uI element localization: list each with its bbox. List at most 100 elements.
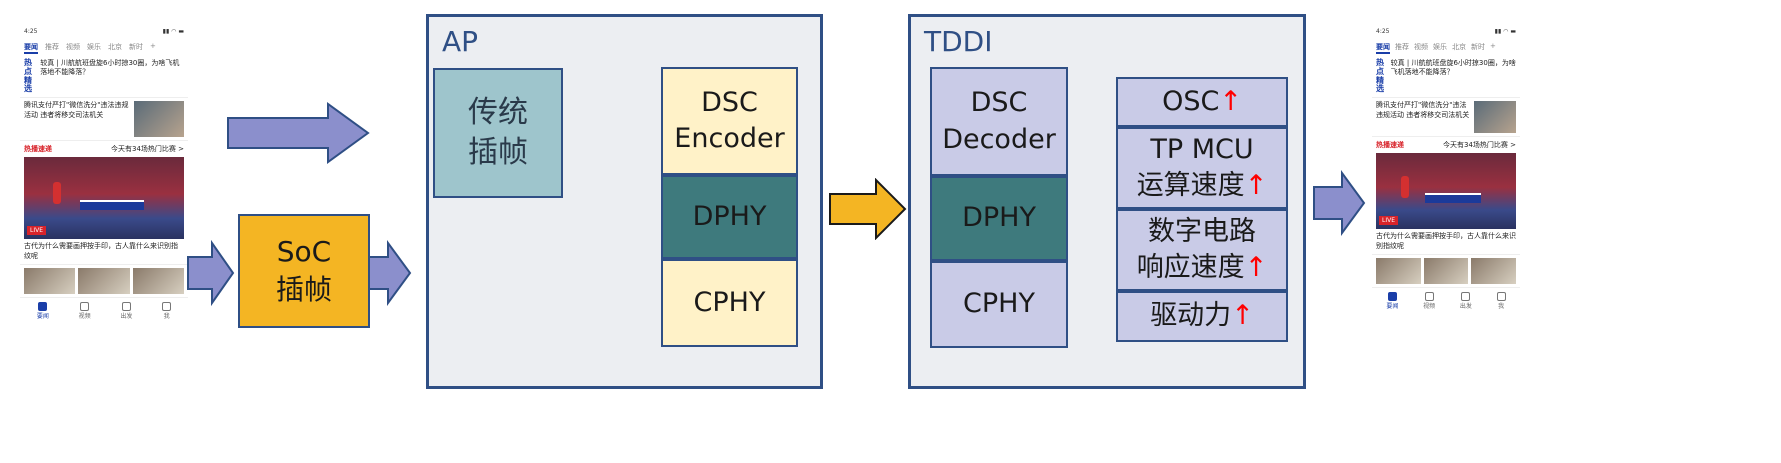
video-thumbnail: LIVE (1376, 153, 1516, 230)
news-thumbnail (134, 101, 184, 138)
signal-icon: ▮▮ ◠ ▬ (162, 28, 184, 35)
hot-tag: 热点 精选 (1376, 58, 1384, 94)
phone-tab: + (1490, 42, 1496, 50)
tddi-cphy: CPHY (930, 261, 1068, 348)
live-header: 热播速递 今天有34场热门比赛 > (20, 141, 188, 157)
tddi-dsc-label: DSC Decoder (942, 87, 1056, 155)
phone-tab: 要闻 (1376, 42, 1390, 54)
phone-tab: 要闻 (24, 42, 38, 54)
phone-tab: 娱乐 (1433, 43, 1447, 51)
phone-tab: 新时 (1471, 43, 1485, 51)
live-more: 今天有34场热门比赛 > (1443, 141, 1516, 150)
player-figure (1401, 175, 1410, 198)
player-figure (52, 181, 61, 204)
live-more: 今天有34场热门比赛 > (111, 145, 184, 154)
phone-tab: 视频 (1414, 43, 1428, 51)
news-text: 腾讯支付严打"微信洗分"违法违规活动 违者将移交司法机关 (1376, 101, 1470, 119)
news-thumbnail (1474, 101, 1516, 134)
soc-interpolation-block: SoC 插帧 (238, 214, 370, 328)
article-thumb (132, 268, 184, 295)
ap-title: AP (442, 25, 479, 58)
up-arrow-icon: ↑ (1244, 252, 1268, 283)
ap-dsc-label: DSC Encoder (674, 86, 785, 154)
article-thumb (1376, 258, 1421, 285)
digital-circuit-block: 数字电路 响应速度↑ (1116, 209, 1288, 291)
osc-label: OSC (1162, 85, 1220, 117)
tddi-title: TDDI (924, 25, 993, 58)
up-arrow-icon: ↑ (1244, 170, 1268, 201)
ap-cphy-label: CPHY (693, 286, 766, 318)
soc-label: SoC 插帧 (275, 235, 332, 306)
article-row: 古代为什么需要画押按手印，古人靠什么来识别指纹呢 (1372, 229, 1520, 256)
up-arrow-icon: ↑ (1219, 85, 1242, 117)
arrow-top-right (227, 102, 370, 164)
osc-block: OSC↑ (1116, 77, 1288, 127)
traditional-interpolation-block: 传统 插帧 (433, 68, 563, 198)
up-arrow-icon: ↑ (1231, 300, 1254, 332)
arrow-ap-to-tddi (829, 178, 907, 240)
ping-pong-table (80, 199, 144, 210)
tp-mcu-block: TP MCU 运算速度↑ (1116, 127, 1288, 209)
news-text: 腾讯支付严打"微信洗分"违法违规活动 违者将移交司法机关 (24, 101, 129, 119)
bottom-nav: 要闻 视频 出发 我 (1372, 287, 1520, 314)
tddi-dphy-label: DPHY (962, 202, 1036, 234)
drive-strength-block: 驱动力↑ (1116, 291, 1288, 342)
hot-tag: 热点 精选 (24, 58, 32, 94)
ap-dsc-encoder: DSC Encoder (661, 67, 798, 175)
phone-tab: 娱乐 (87, 43, 101, 51)
phone-screenshot-right: 4:25 ▮▮ ◠ ▬ 要闻 推荐 视频 娱乐 北京 新时 + 热点 精选 较真… (1372, 28, 1520, 348)
ap-dphy: DPHY (661, 175, 798, 259)
arrow-phone-to-soc (187, 240, 235, 306)
phone-tab: + (150, 42, 156, 50)
drive-label: 驱动力 (1150, 300, 1232, 332)
hot-row: 热点 精选 较真 | 川航航班盘旋6小时掠30圈，为啥飞机落地不能降落？ (20, 56, 188, 99)
article-thumb (1471, 258, 1517, 285)
status-time: 4:25 (24, 28, 38, 35)
news-row: 腾讯支付严打"微信洗分"违法违规活动 违者将移交司法机关 (20, 98, 188, 142)
article-thumbs (1372, 255, 1520, 287)
video-thumbnail: LIVE (24, 157, 184, 240)
live-header: 热播速递 今天有34场热门比赛 > (1372, 137, 1520, 153)
digital-line2: 响应速度 (1136, 252, 1245, 283)
phone-screenshot-left: 4:25 ▮▮ ◠ ▬ 要闻 推荐 视频 娱乐 北京 新时 + 热点 精选 较真… (20, 28, 188, 348)
phone-tab: 推荐 (1395, 43, 1409, 51)
tp-mcu-line1: TP MCU (1150, 133, 1254, 165)
user-icon (1496, 292, 1506, 302)
article-thumb (1423, 258, 1469, 285)
phone-tab: 推荐 (45, 43, 59, 51)
status-bar: 4:25 ▮▮ ◠ ▬ (1372, 28, 1520, 40)
article-thumb (24, 268, 76, 295)
arrow-tddi-to-phone (1313, 170, 1366, 236)
tp-mcu-line2: 运算速度 (1136, 170, 1245, 201)
ap-cphy: CPHY (661, 259, 798, 347)
phone-tab: 新时 (129, 43, 143, 51)
ping-pong-table (1425, 192, 1481, 203)
hot-text: 较真 | 川航航班盘旋6小时掠30圈，为啥飞机落地不能降落？ (1390, 59, 1516, 77)
house-icon (1461, 292, 1471, 302)
home-icon (1387, 292, 1397, 302)
hot-row: 热点 精选 较真 | 川航航班盘旋6小时掠30圈，为啥飞机落地不能降落？ (1372, 56, 1520, 99)
live-title: 热播速递 (1376, 141, 1404, 150)
home-icon (38, 302, 48, 312)
bottom-nav: 要闻 视频 出发 我 (20, 297, 188, 324)
tddi-dphy: DPHY (930, 176, 1068, 261)
user-icon (162, 302, 172, 312)
tddi-cphy-label: CPHY (963, 288, 1035, 320)
ap-dphy-label: DPHY (692, 200, 767, 232)
live-title: 热播速递 (24, 145, 52, 154)
phone-tabs: 要闻 推荐 视频 娱乐 北京 新时 + (1372, 40, 1520, 56)
article-thumb (78, 268, 130, 295)
house-icon (121, 302, 131, 312)
phone-tab: 北京 (1452, 43, 1466, 51)
traditional-interp-label: 传统 插帧 (468, 94, 528, 171)
status-time: 4:25 (1376, 28, 1390, 35)
phone-tabs: 要闻 推荐 视频 娱乐 北京 新时 + (20, 40, 188, 56)
status-bar: 4:25 ▮▮ ◠ ▬ (20, 28, 188, 40)
article-row: 古代为什么需要画押按手印，古人靠什么来识别指纹呢 (20, 239, 188, 266)
phone-tab: 视频 (66, 43, 80, 51)
video-icon (80, 302, 90, 312)
signal-icon: ▮▮ ◠ ▬ (1494, 28, 1516, 35)
article-thumbs (20, 265, 188, 297)
live-badge: LIVE (27, 226, 47, 236)
news-row: 腾讯支付严打"微信洗分"违法违规活动 违者将移交司法机关 (1372, 98, 1520, 138)
